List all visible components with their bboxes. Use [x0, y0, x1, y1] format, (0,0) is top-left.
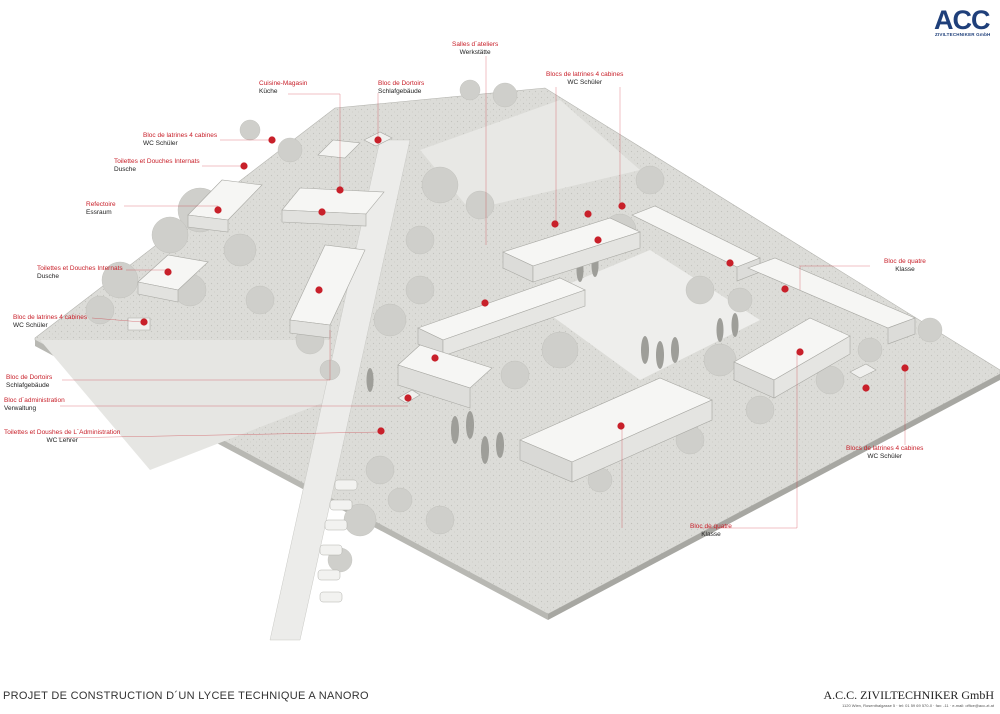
- sand-area-top: [420, 100, 640, 210]
- building-cuisine: [317, 139, 361, 159]
- central-courtyard: [530, 250, 760, 380]
- label-quatre-classes-bottom: Bloc de quatre Klasse: [690, 523, 732, 539]
- label-de: WC Schüler: [567, 79, 602, 86]
- acc-logo: ACC: [934, 5, 990, 35]
- label-fr: Blocs de latrines 4 cabines: [546, 71, 624, 78]
- access-road: [269, 139, 411, 641]
- label-dortoirs-top: Bloc de Dortoirs Schlafgebäude: [378, 80, 424, 96]
- building-dortoir-top: [281, 187, 385, 215]
- label-fr: Bloc de latrines 4 cabines: [13, 314, 88, 321]
- leader-lines: [57, 56, 906, 529]
- label-quatre-classes-right: Bloc de quatre Klasse: [884, 258, 926, 274]
- marker-administration: [431, 354, 439, 362]
- label-de: Schlafgebäude: [6, 382, 50, 389]
- label-de: Küche: [259, 88, 278, 95]
- marker-ateliers-2: [584, 210, 592, 218]
- plot-edge-right: [548, 374, 1000, 620]
- label-fr: Bloc de quatre: [884, 258, 926, 265]
- marker-dortoirs-top-2: [318, 208, 326, 216]
- project-title: PROJET DE CONSTRUCTION D´UN LYCEE TECHNI…: [3, 690, 369, 702]
- firm-address: 1120 Wien, Rosenthalgasse 5 · tel: 01 59…: [842, 703, 994, 708]
- label-fr: Refectoire: [86, 201, 116, 208]
- label-fr: Toilettes et Doushes de L´Administration: [4, 429, 121, 436]
- marker-refectoire: [214, 206, 222, 214]
- label-latrines-right: Blocs de latrines 4 cabines WC Schüler: [846, 445, 923, 461]
- label-de: Schlafgebäude: [378, 88, 422, 95]
- label-latrines-top-right: Blocs de latrines 4 cabines WC Schüler: [546, 71, 623, 87]
- marker-cuisine: [268, 136, 276, 144]
- marker-ateliers-1: [551, 220, 559, 228]
- marker-dortoirs-left: [315, 286, 323, 294]
- label-fr: Bloc d´administration: [4, 397, 65, 404]
- label-fr: Toilettes et Douches Internats: [114, 158, 200, 165]
- label-fr: Bloc de latrines 4 cabines: [143, 132, 218, 139]
- marker-center-long: [481, 299, 489, 307]
- buildings: [127, 131, 916, 483]
- label-toilettes-admin: Toilettes et Doushes de L´Administration…: [4, 429, 120, 445]
- marker-toilets-admin-2: [377, 427, 385, 435]
- building-latrines-right: [849, 363, 877, 379]
- label-de: WC Schüler: [143, 140, 178, 147]
- label-de: WC Schüler: [13, 322, 48, 329]
- firm-name: A.C.C. ZIVILTECHNIKER GmbH: [823, 688, 994, 702]
- label-refectoire: Refectoire Essraum: [86, 201, 116, 217]
- marker-ateliers-4: [594, 236, 602, 244]
- label-latrines-left-1: Bloc de latrines 4 cabines WC Schüler: [143, 132, 217, 148]
- label-de: Dusche: [37, 273, 60, 280]
- marker-latrines-right-1: [862, 384, 870, 392]
- label-fr: Cuisine-Magasin: [259, 80, 308, 87]
- label-latrines-left-2: Bloc de latrines 4 cabines WC Schüler: [13, 314, 87, 330]
- label-fr: Toilettes et Douches Internats: [37, 265, 123, 272]
- label-de: Werkstätte: [459, 49, 491, 56]
- label-toilettes-internats-1: Toilettes et Douches Internats Dusche: [114, 158, 200, 174]
- sand-area-left: [40, 340, 330, 470]
- marker-classes-right-1: [726, 259, 734, 267]
- marker-latrines-left: [140, 318, 148, 326]
- marker-classes-lower-right: [796, 348, 804, 356]
- marker-dortoirs-top: [336, 186, 344, 194]
- marker-toilets-internats-1: [240, 162, 248, 170]
- label-de: Klasse: [895, 266, 915, 273]
- label-de: Verwaltung: [4, 405, 37, 412]
- parked-cars: [317, 479, 358, 603]
- label-de: WC Lehrer: [46, 437, 78, 444]
- marker-toilets-admin: [404, 394, 412, 402]
- label-fr: Blocs de latrines 4 cabines: [846, 445, 924, 452]
- marker-classes-bottom: [617, 422, 625, 430]
- label-fr: Salles d´ateliers: [452, 41, 499, 48]
- label-de: Klasse: [701, 531, 721, 538]
- marker-latrines-top: [374, 136, 382, 144]
- marker-latrines-right-2: [901, 364, 909, 372]
- location-markers: [140, 136, 909, 435]
- label-de: Dusche: [114, 166, 137, 173]
- label-cuisine: Cuisine-Magasin Küche: [259, 80, 307, 96]
- label-toilettes-internats-2: Toilettes et Douches Internats Dusche: [37, 265, 123, 281]
- label-administration: Bloc d´administration Verwaltung: [4, 397, 65, 413]
- marker-classes-right-2: [781, 285, 789, 293]
- label-fr: Bloc de quatre: [690, 523, 732, 530]
- label-fr: Bloc de Dortoirs: [6, 374, 53, 381]
- label-fr: Bloc de Dortoirs: [378, 80, 425, 87]
- marker-ateliers-3: [618, 202, 626, 210]
- label-salles-ateliers: Salles d´ateliers Werkstätte: [452, 41, 498, 57]
- label-de: WC Schüler: [867, 453, 902, 460]
- label-de: Essraum: [86, 209, 112, 216]
- marker-toilets-internats-2: [164, 268, 172, 276]
- label-dortoirs-left: Bloc de Dortoirs Schlafgebäude: [6, 374, 52, 390]
- acc-logo-subtitle: ZIVILTECHNIKER GmbH: [935, 32, 991, 37]
